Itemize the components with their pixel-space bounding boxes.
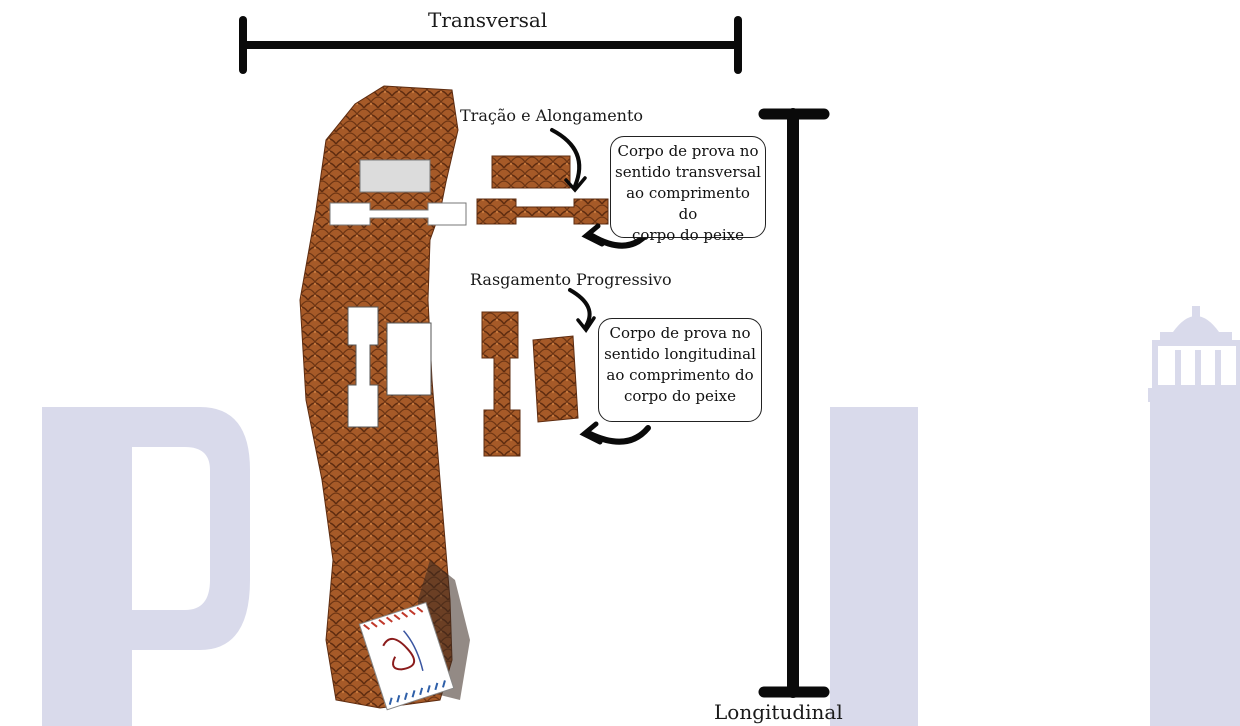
cutout-tear-rect xyxy=(387,323,431,395)
tear-specimen-dogbone xyxy=(482,312,520,456)
fish-leather-photo xyxy=(300,86,470,710)
tensile-specimens xyxy=(477,156,608,224)
longitudinal-label: Longitudinal xyxy=(714,700,843,724)
watermark-letter-p-bowl xyxy=(132,407,250,650)
callout-line: sentido longitudinal xyxy=(603,344,757,365)
callout-line: corpo do peixe xyxy=(615,225,761,246)
tensile-group-label: Tração e Alongamento xyxy=(460,106,643,125)
tear-group-label: Rasgamento Progressivo xyxy=(470,270,672,289)
callout-line: Corpo de prova no xyxy=(603,323,757,344)
watermark-letter-i xyxy=(830,407,918,726)
callout-line: corpo do peixe xyxy=(603,386,757,407)
watermark-letter-p-stem xyxy=(42,407,132,726)
callout-line: ao comprimento do xyxy=(603,365,757,386)
cutout-tensile-strip xyxy=(360,160,430,192)
transversal-label: Transversal xyxy=(428,8,547,32)
lighthouse-icon xyxy=(1148,306,1240,726)
callout-longitudinal-specimen: Corpo de prova no sentido longitudinal a… xyxy=(598,318,762,422)
tensile-specimen-strip xyxy=(492,156,570,188)
callout-transverse-specimen: Corpo de prova no sentido transversal ao… xyxy=(610,136,766,238)
callout-line: Corpo de prova no xyxy=(615,141,761,162)
tensile-specimen-dogbone xyxy=(477,199,608,224)
callout-line: sentido transversal xyxy=(615,162,761,183)
longitudinal-dimension-bar xyxy=(764,114,824,692)
tear-specimen-rect xyxy=(533,336,578,422)
tear-specimens xyxy=(482,312,578,456)
callout-line: ao comprimento do xyxy=(615,183,761,225)
